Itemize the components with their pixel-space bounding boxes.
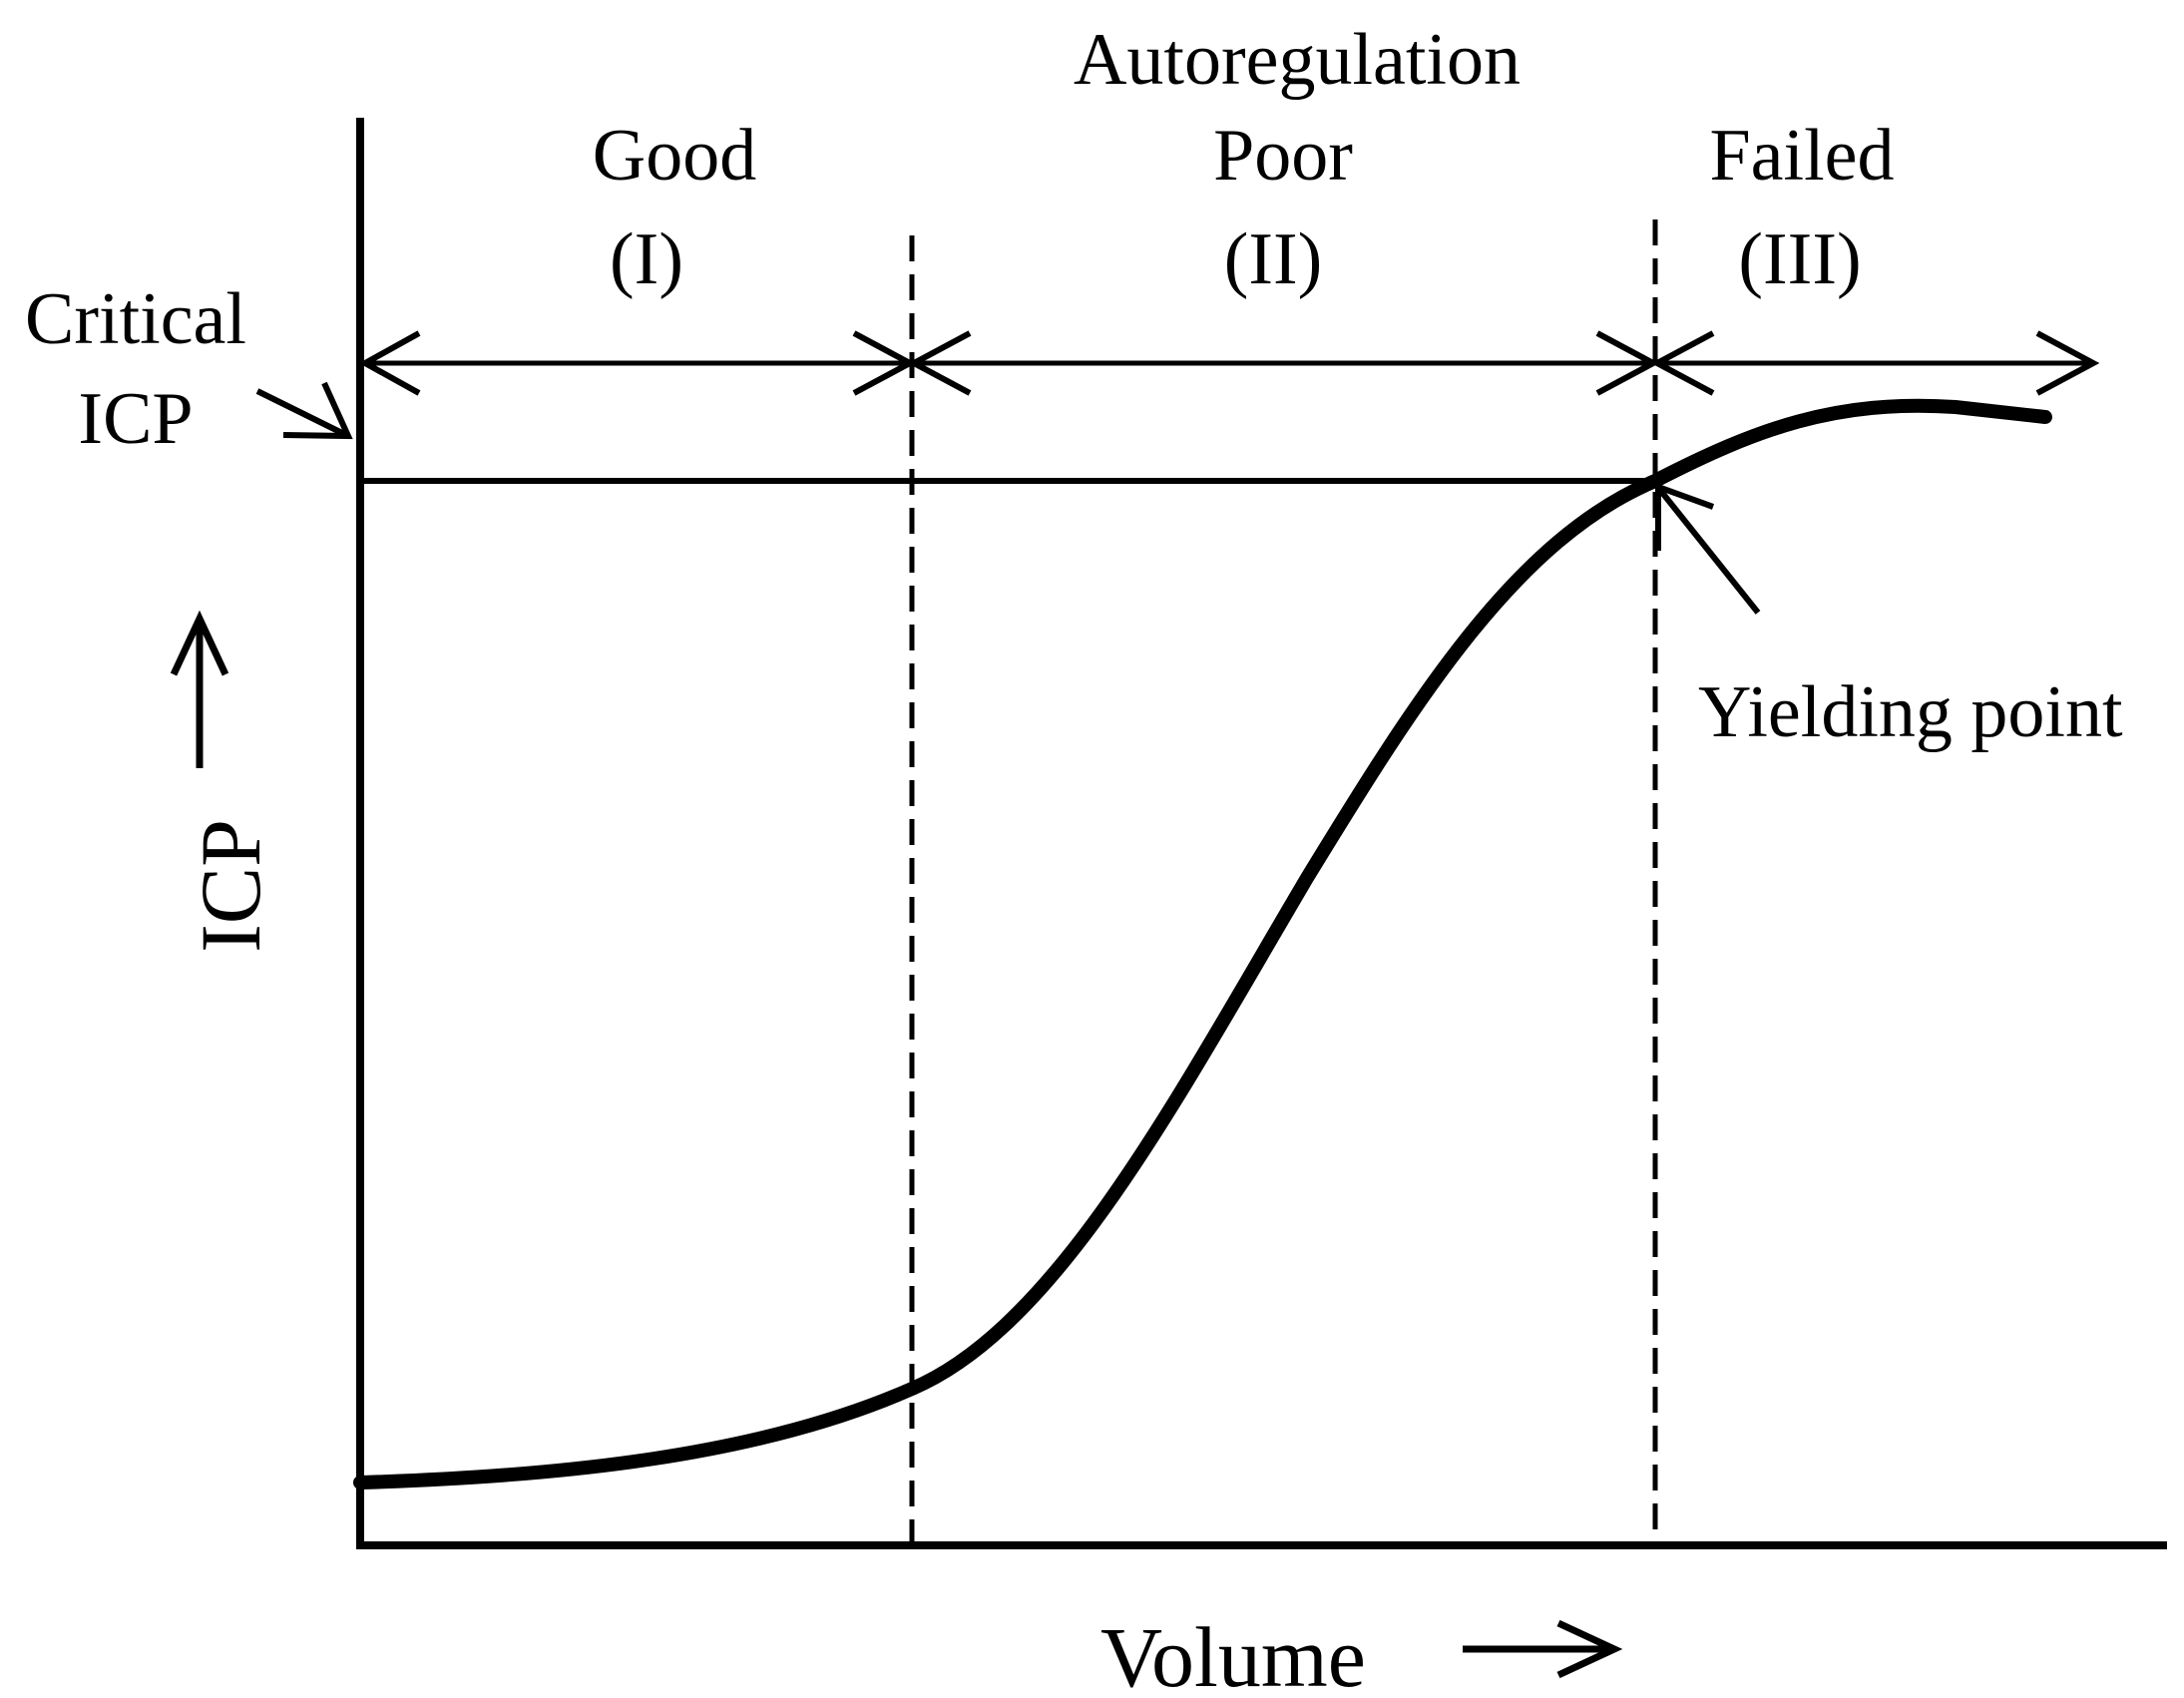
zone-1-name: Good: [593, 115, 756, 197]
diagram-title: Autoregulation: [1074, 19, 1521, 101]
critical-icp-pointer-line: [255, 388, 348, 438]
zone-3-numeral: (III): [1738, 218, 1861, 300]
yield-pointer-line: [1656, 487, 1761, 615]
zone-2-name: Poor: [1213, 115, 1353, 197]
y-axis-label: ICP: [183, 819, 278, 953]
arrowhead-left-start: [358, 330, 421, 396]
zone-3-name: Failed: [1710, 115, 1895, 197]
yielding-point-label: Yielding point: [1698, 671, 2123, 753]
critical-icp-label-line2: ICP: [78, 378, 193, 460]
arrowhead-zone3-start: [1650, 330, 1715, 396]
x-axis-direction-head: [1556, 1619, 1623, 1679]
critical-icp-pointer-head: [282, 381, 353, 440]
arrowhead-zone2-start: [907, 330, 972, 396]
zone-1-numeral: (I): [610, 218, 683, 300]
zone-2-numeral: (II): [1224, 218, 1323, 300]
arrowhead-right-end: [2035, 330, 2100, 396]
yield-pointer-head: [1655, 482, 1715, 551]
x-axis-label: Volume: [1100, 1609, 1366, 1698]
critical-icp-label-line1: Critical: [25, 278, 246, 360]
icp-volume-curve: [353, 398, 2052, 1489]
y-axis-direction-head: [170, 610, 229, 676]
